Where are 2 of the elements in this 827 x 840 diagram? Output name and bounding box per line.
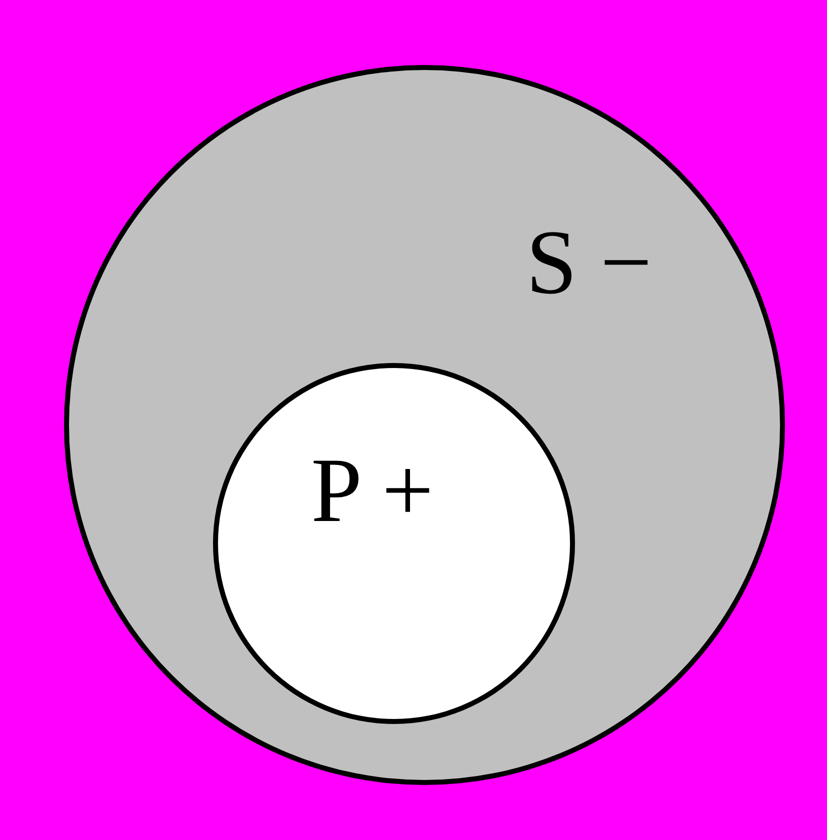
set-label: P + [311, 444, 434, 536]
set-label: S − [526, 216, 652, 308]
